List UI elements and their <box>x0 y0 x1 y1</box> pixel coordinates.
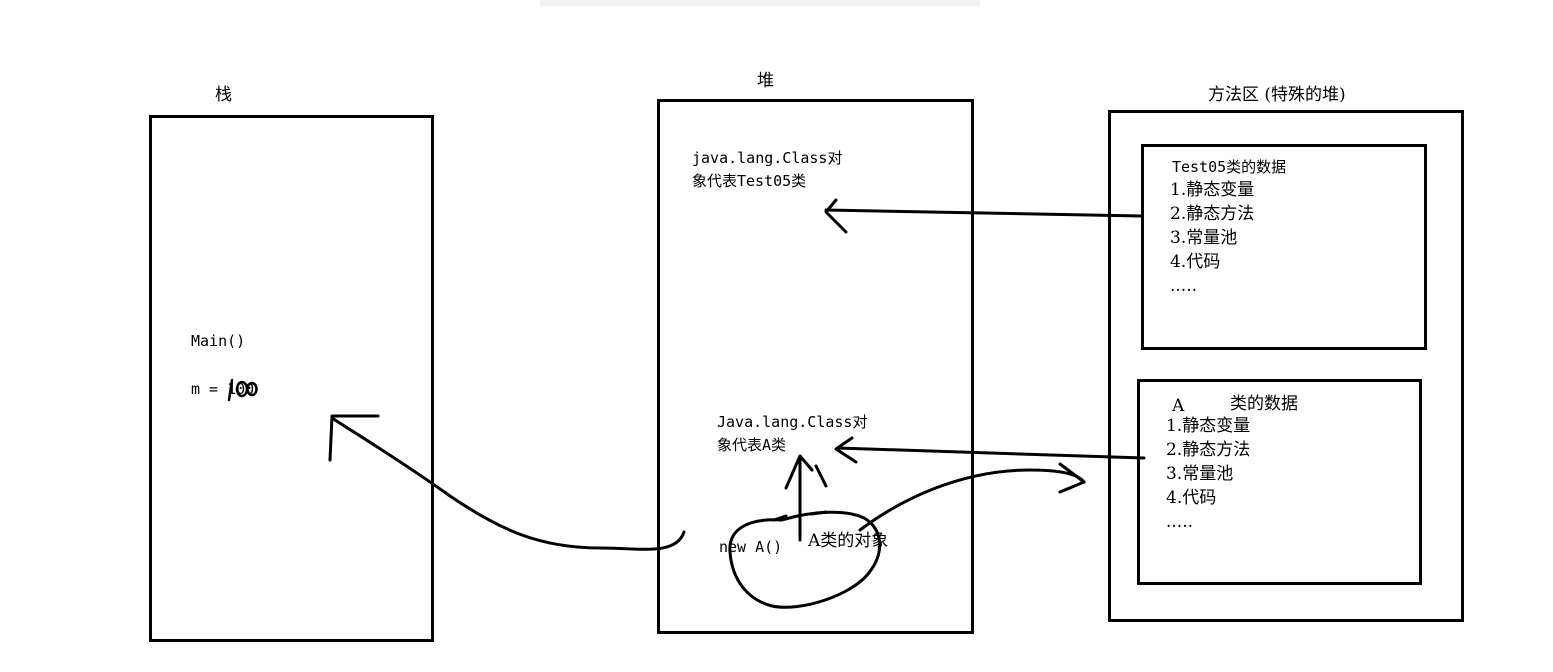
list-item: 3.常量池 <box>1166 464 1234 484</box>
list-item: 1.静态变量 <box>1166 416 1251 436</box>
list-item: ..... <box>1170 276 1198 296</box>
arrowhead-to-stack <box>328 414 380 462</box>
a-object-ellipse <box>728 510 882 609</box>
heap-box <box>657 99 974 634</box>
scribble-mark <box>814 464 828 488</box>
class-object-test05-line1: java.lang.Class对 <box>692 149 843 167</box>
list-item: 1.静态变量 <box>1170 180 1255 200</box>
list-item: 3.常量池 <box>1170 228 1238 248</box>
a-class-data-box <box>1137 379 1422 585</box>
stack-box <box>149 115 434 642</box>
arrowhead-object-up <box>784 454 814 490</box>
class-object-a-line2: 象代表A类 <box>717 436 787 454</box>
main-method-label: Main() <box>191 332 246 350</box>
test05-class-data-box <box>1141 144 1427 350</box>
list-item: ..... <box>1166 512 1194 532</box>
a-object-label: A类的对象 <box>808 531 889 551</box>
method-area-title: 方法区 (特殊的堆) <box>1208 85 1346 105</box>
list-item: 2.静态方法 <box>1166 440 1251 460</box>
heap-title: 堆 <box>757 71 774 91</box>
class-object-test05-line2: 象代表Test05类 <box>692 172 807 190</box>
handwritten-digit-1 <box>227 378 234 402</box>
a-class-data-list: 1.静态变量 2.静态方法 3.常量池 4.代码 ..... <box>1166 414 1250 534</box>
list-item: 4.代码 <box>1166 488 1217 508</box>
list-item: 2.静态方法 <box>1170 204 1255 224</box>
class-object-a-line1: Java.lang.Class对 <box>717 413 868 431</box>
a-class-data-header-suffix: 类的数据 <box>1230 394 1298 414</box>
arrowhead-right <box>1058 462 1086 494</box>
method-area-box <box>1108 110 1464 622</box>
arrowhead-test05 <box>824 198 848 234</box>
scribble-mark-3 <box>810 510 828 516</box>
curve-object-to-stack <box>330 416 686 551</box>
curve-object-to-a-data <box>858 468 1086 532</box>
scribble-mark-2 <box>772 514 788 522</box>
handwritten-digit-0a <box>235 380 249 398</box>
arrowhead-a-data <box>834 436 858 464</box>
new-a-expression: new A() <box>719 538 783 556</box>
stack-title: 栈 <box>215 85 232 105</box>
list-item: 4.代码 <box>1170 252 1221 272</box>
test05-class-data-list: 1.静态变量 2.静态方法 3.常量池 4.代码 ..... <box>1170 178 1254 298</box>
arrow-a-data-to-class-object <box>836 446 1146 460</box>
test05-class-data-header: Test05类的数据 <box>1172 158 1287 176</box>
arrow-test05-to-class-object <box>824 208 1143 218</box>
handwritten-digit-0b <box>246 381 258 397</box>
a-class-data-header-name: A <box>1172 396 1185 416</box>
top-edge-strip <box>540 0 980 6</box>
